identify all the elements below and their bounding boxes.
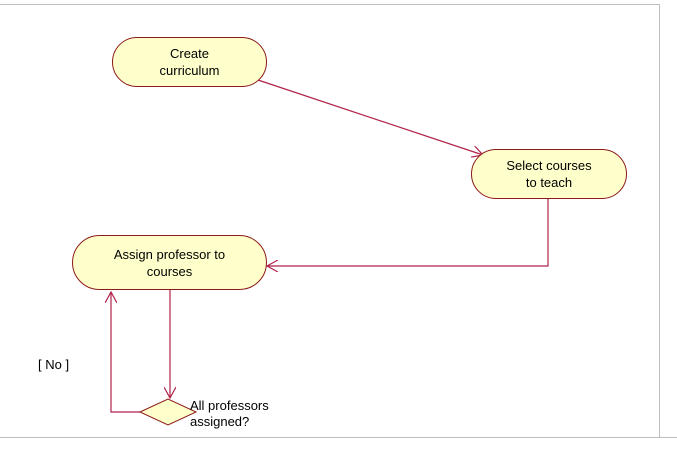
frame-bottom-border xyxy=(0,437,677,438)
flow-select-to-assign xyxy=(267,199,549,266)
frame-right-border xyxy=(659,4,660,437)
flow-create-to-select xyxy=(257,79,483,155)
activity-create-curriculum: Create curriculum xyxy=(112,37,267,87)
flow-decision-no-to-assign xyxy=(111,292,140,413)
activity-assign-professor: Assign professor to courses xyxy=(72,235,267,290)
guard-no-label: [ No ] xyxy=(38,357,70,372)
decision-diamond xyxy=(138,398,198,426)
activity-select-courses: Select courses to teach xyxy=(471,149,627,199)
decision-label: All professors assigned? xyxy=(190,398,269,429)
frame-top-border xyxy=(0,4,660,5)
